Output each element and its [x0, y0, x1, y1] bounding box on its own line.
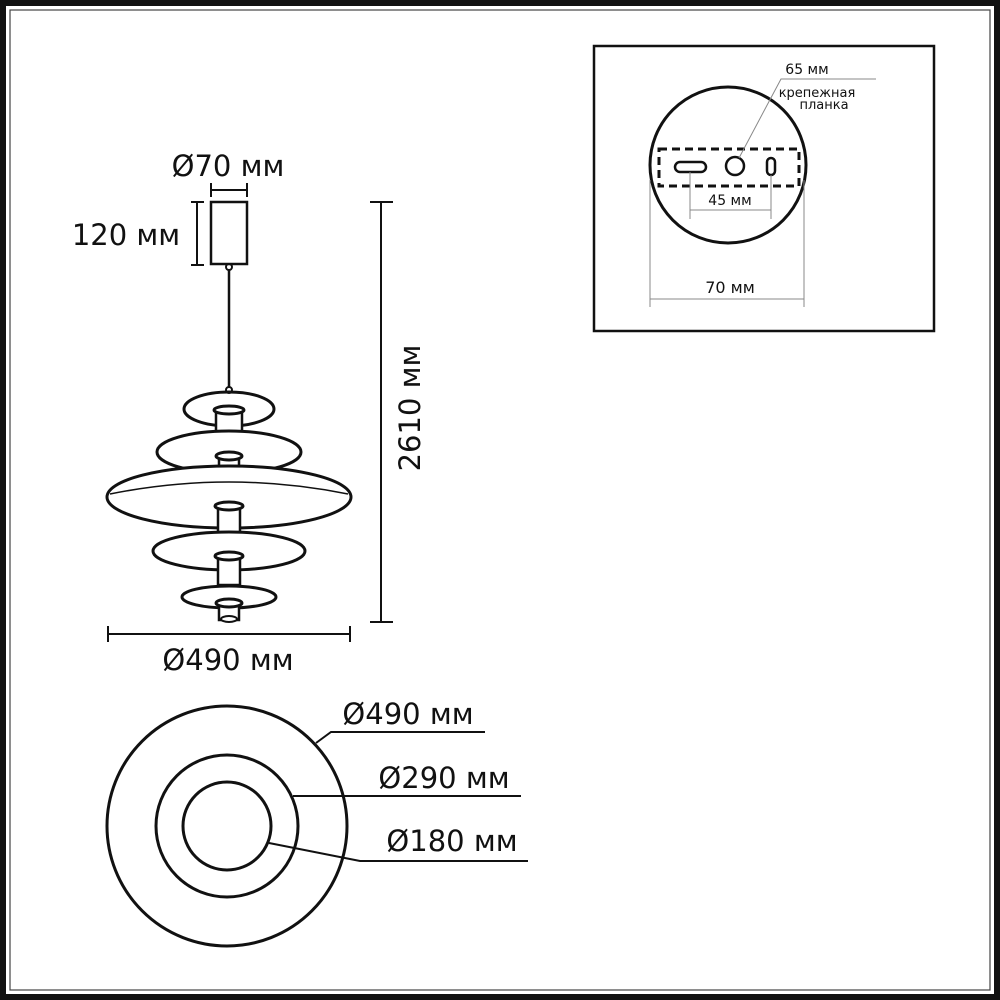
canopy: [209, 200, 249, 266]
slot-hole-left: [673, 160, 708, 174]
disc-3-rim: [109, 481, 349, 495]
hole-spacing-label: 45 мм: [708, 193, 751, 209]
column-4-cap: [213, 550, 245, 562]
inner-diameter-leader: [268, 842, 528, 862]
slot-hole-right: [765, 156, 777, 177]
side-view: Ø70 мм 120 мм: [72, 149, 427, 677]
width-label: Ø490 мм: [162, 643, 293, 677]
bottom-column-cap: [214, 597, 244, 609]
column-3-cap: [213, 500, 245, 512]
bracket-leader: [738, 78, 876, 159]
inner-disc-circle: [181, 780, 273, 872]
column-2-cap: [214, 450, 244, 462]
middle-diameter-label: Ø290 мм: [378, 761, 509, 795]
inset-frame: [592, 44, 936, 333]
outer-diameter-leader: [315, 731, 485, 744]
inner-diameter-label: Ø180 мм: [386, 824, 517, 858]
mounting-inset: 65 мм крепежная планка 45 мм 70 мм: [592, 44, 936, 333]
top-view: Ø490 мм Ø290 мм Ø180 мм: [105, 697, 528, 948]
outer-disc-circle: [105, 704, 349, 948]
rod-connector-top: [225, 263, 233, 271]
bracket-name-line2: планка: [799, 98, 848, 113]
canopy-diameter-label: Ø70 мм: [172, 149, 285, 183]
bottom-lens: [220, 615, 238, 623]
inner-frame: [9, 9, 991, 991]
canopy-height-label: 120 мм: [72, 218, 180, 252]
canopy-base-circle: [648, 85, 808, 245]
bracket-name-line1: крепежная: [779, 86, 856, 101]
center-hole: [724, 155, 746, 177]
mounting-bracket-outline: [657, 147, 801, 188]
total-height-label: 2610 мм: [393, 345, 427, 472]
outer-diameter-label: Ø490 мм: [342, 697, 473, 731]
middle-disc-circle: [154, 753, 300, 899]
column-1-cap: [212, 404, 246, 416]
bracket-length-label: 65 мм: [785, 62, 828, 78]
inset-canopy-width-label: 70 мм: [705, 278, 755, 297]
